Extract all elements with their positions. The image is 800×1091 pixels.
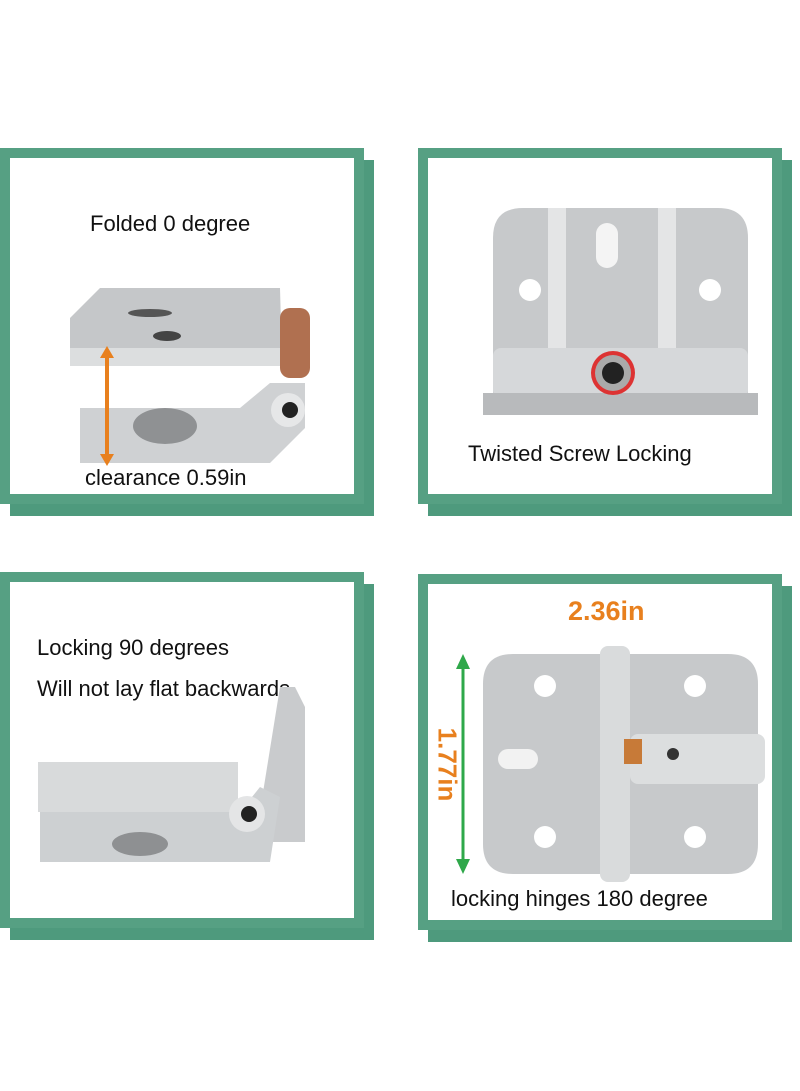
- caption-folded: Folded 0 degree: [90, 211, 251, 236]
- hinge-screw-image: [483, 208, 758, 415]
- width-dimension: 2.36in: [568, 596, 645, 626]
- frame: 2.36in 1.77in locking hinges 180 degree: [418, 574, 782, 930]
- height-dimension: 1.77in: [432, 727, 463, 802]
- panel-screw-locking: Twisted Screw Locking: [418, 148, 792, 516]
- caption-twisted-screw: Twisted Screw Locking: [468, 441, 692, 466]
- caption-180: locking hinges 180 degree: [451, 886, 708, 911]
- caption-not-flat: Will not lay flat backwards: [37, 676, 291, 701]
- hinge-180-image: [456, 646, 765, 882]
- hinge-90-image: [38, 687, 305, 862]
- panel-180: 2.36in 1.77in locking hinges 180 degree: [418, 574, 792, 942]
- hinge-folded-image: [70, 288, 310, 466]
- caption-clearance: clearance 0.59in: [85, 465, 247, 490]
- caption-locking-90: Locking 90 degrees: [37, 635, 230, 660]
- panel-folded: Folded 0 degree clearance 0.59in: [0, 148, 374, 516]
- frame: Locking 90 degrees Will not lay flat bac…: [0, 572, 364, 928]
- frame: Folded 0 degree clearance 0.59in: [0, 148, 364, 504]
- frame: Twisted Screw Locking: [418, 148, 782, 504]
- panel-locking-90: Locking 90 degrees Will not lay flat bac…: [0, 572, 374, 940]
